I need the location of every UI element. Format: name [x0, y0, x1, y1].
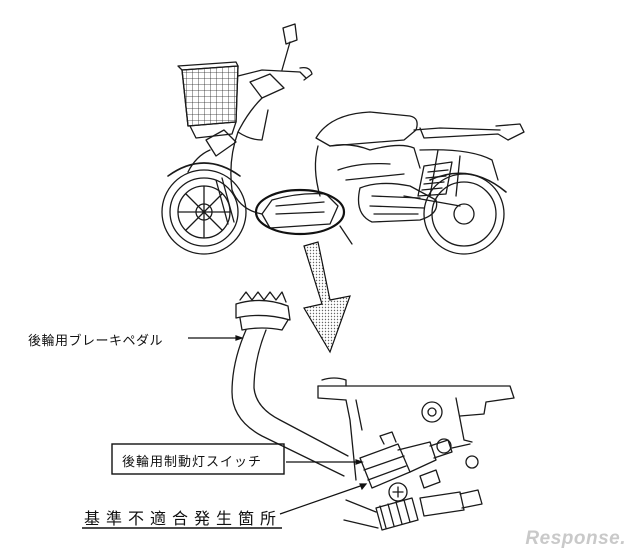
- mirror-handlebar: [237, 23, 313, 99]
- floor-board: [261, 192, 339, 229]
- defect-callout-ellipse: [254, 188, 346, 236]
- front-basket: [177, 61, 239, 139]
- scooter-illustration: [161, 23, 525, 255]
- brake-pedal-pad: [235, 291, 291, 331]
- brake-light-switch: [359, 431, 479, 489]
- rear-body: [314, 111, 525, 197]
- engine-shock: [357, 161, 453, 223]
- defect-location-label: 基準不適合発生箇所: [84, 509, 283, 528]
- frame-plate: [317, 377, 515, 481]
- detail-view: [231, 291, 515, 531]
- switch-label-box: [111, 443, 285, 475]
- rear-brake-pedal-label: 後輪用ブレーキペダル: [28, 334, 164, 349]
- rear-brake-light-switch-label: 後輪用制動灯スイッチ: [122, 455, 263, 470]
- zoom-arrow: [303, 241, 351, 354]
- lower-linkage: [343, 482, 483, 531]
- response-watermark: Response.: [525, 528, 626, 549]
- leader-lines: [188, 335, 368, 515]
- brake-pedal-arm: [231, 329, 349, 477]
- rear-wheel: [403, 172, 507, 255]
- front-wheel: [161, 162, 247, 255]
- front-body: [187, 97, 269, 225]
- side-stand: [339, 225, 353, 245]
